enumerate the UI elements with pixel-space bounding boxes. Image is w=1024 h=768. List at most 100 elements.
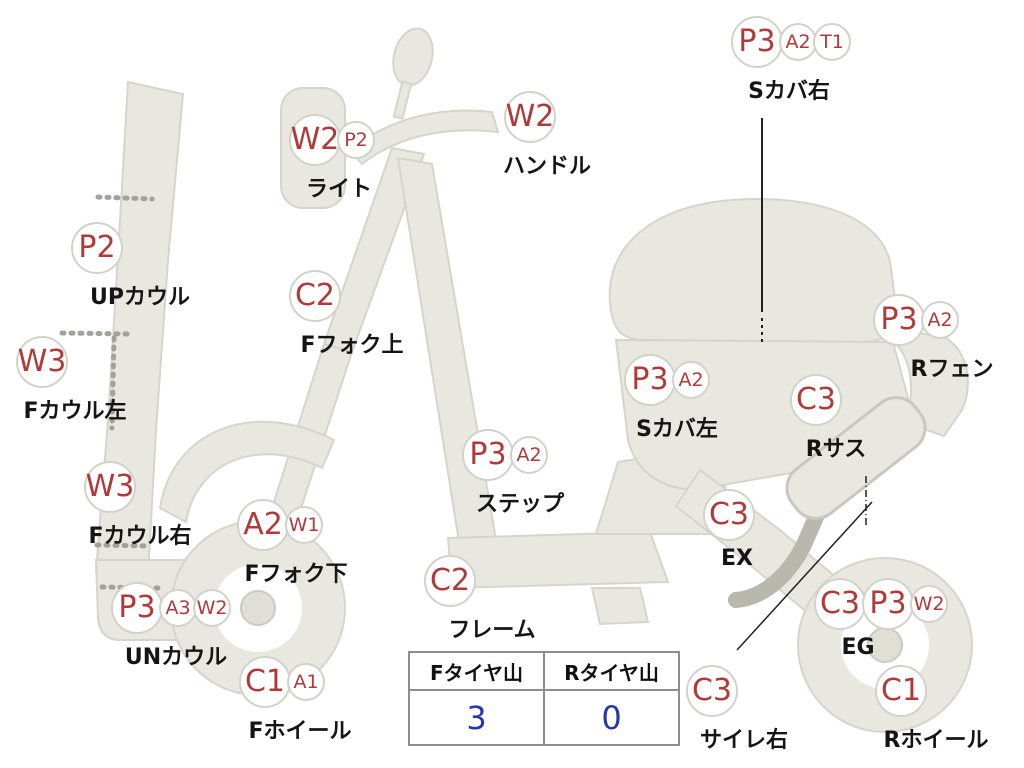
code-group: C1 A1: [239, 656, 326, 708]
part-label: EG: [841, 635, 875, 660]
code-group: A2 W1: [237, 499, 323, 551]
marker-light: W2 P2 ライト: [289, 114, 375, 203]
code-group: P3 A2: [462, 429, 548, 481]
code-group: P3 A2: [873, 294, 978, 346]
marker-exhaust: C3 EX: [703, 489, 763, 571]
marker-step: P3 A2 ステップ: [462, 429, 564, 518]
marker-up-cowl: P2 UPカウル: [71, 222, 190, 311]
part-label: Fフォク上: [300, 333, 404, 358]
part-label-wrap: Fフォク上: [300, 327, 403, 359]
condition-code: P3: [111, 582, 163, 634]
condition-code: A1: [287, 663, 325, 701]
marker-frame: C2 フレーム: [424, 555, 536, 644]
condition-code: C2: [424, 555, 476, 607]
code-group: W2 P2: [289, 114, 375, 166]
part-label-wrap: フレーム: [448, 612, 535, 644]
marker-handle: W2 ハンドル: [503, 91, 591, 180]
code-group: W2: [504, 91, 573, 143]
condition-code: C1: [875, 665, 927, 717]
code-group: C3: [703, 489, 763, 541]
marker-f-fork-upper: C2 Fフォク上: [289, 270, 404, 359]
marker-r-suspension: C3 Rサス: [790, 374, 867, 463]
part-label: Fフォク下: [244, 562, 348, 587]
condition-code: A2: [921, 301, 959, 339]
part-label: EX: [721, 546, 753, 571]
front-fender: [158, 420, 336, 524]
condition-code: W2: [910, 585, 948, 623]
code-group: W3: [16, 336, 101, 388]
part-label: Rサス: [805, 437, 867, 462]
tire-table-value-rear: 0: [543, 689, 680, 746]
condition-code: W2: [289, 114, 341, 166]
part-label: Rホイール: [883, 728, 989, 753]
condition-code: P3: [462, 429, 514, 481]
mirror: [392, 27, 434, 87]
part-label-wrap: サイレ右: [700, 722, 788, 754]
stand: [590, 587, 650, 626]
part-label: ライト: [306, 177, 373, 202]
condition-code: C2: [289, 270, 341, 322]
code-group: C2: [424, 555, 518, 607]
part-label-wrap: Rフェン: [911, 351, 994, 383]
part-label-wrap: ライト: [306, 171, 372, 203]
code-group: C3: [790, 374, 862, 426]
silencer: [785, 396, 927, 520]
code-group: P2: [71, 222, 166, 274]
marker-engine: C3 P3 W2 EG: [814, 578, 948, 660]
handlebar: [348, 109, 500, 166]
part-label-wrap: ハンドル: [503, 148, 591, 180]
part-label-wrap: EX: [711, 546, 763, 571]
part-label: Sカバ右: [748, 79, 830, 104]
condition-code: P3: [624, 354, 676, 406]
part-label-wrap: ステップ: [476, 486, 564, 518]
leader-lines: [736, 118, 873, 651]
part-label-wrap: UNカウル: [125, 639, 227, 671]
part-label: Fカウル左: [23, 399, 127, 424]
part-label-wrap: Fカウル右: [88, 518, 191, 550]
front-hub: [240, 590, 276, 626]
part-label-wrap: Rサス: [806, 431, 867, 463]
part-label-wrap: Fホイール: [248, 713, 351, 745]
marker-silencer-right: C3 サイレ右: [686, 665, 788, 754]
code-group: P3 A2 T1: [731, 16, 851, 68]
condition-code: A2: [672, 361, 710, 399]
condition-code: P2: [71, 222, 123, 274]
condition-code: P3: [862, 578, 914, 630]
exhaust-pipe: [728, 500, 828, 608]
part-label: フレーム: [448, 618, 536, 643]
code-group: C1: [875, 665, 962, 717]
part-label: Fカウル右: [88, 524, 192, 549]
marker-s-cover-right: P3 A2 T1 Sカバ右: [731, 16, 851, 105]
part-label-wrap: Sカバ左: [636, 411, 718, 443]
part-label-wrap: Sカバ右: [748, 73, 830, 105]
part-label-wrap: UPカウル: [90, 279, 190, 311]
code-group: P3 A2: [624, 354, 710, 406]
condition-code: C3: [686, 665, 738, 717]
part-label: ハンドル: [503, 154, 592, 179]
condition-code: A2: [510, 436, 548, 474]
code-group: C3: [686, 665, 770, 717]
part-label: ステップ: [476, 492, 565, 517]
condition-code: P3: [873, 294, 925, 346]
marker-r-wheel: C1 Rホイール: [875, 665, 988, 754]
marker-f-wheel: C1 A1 Fホイール: [239, 656, 352, 745]
code-group: W3: [84, 461, 166, 513]
tire-table-value-front: 3: [408, 689, 545, 746]
part-label: UPカウル: [90, 285, 190, 310]
condition-code: C3: [814, 578, 866, 630]
seat: [608, 198, 899, 344]
condition-code: C1: [239, 656, 291, 708]
marker-un-cowl: P3 A3 W2 UNカウル: [111, 582, 231, 671]
tire-table-header-rear: Rタイヤ山: [543, 651, 680, 691]
marker-f-fork-lower: A2 W1 Fフォク下: [237, 499, 348, 588]
part-label-wrap: Fカウル左: [23, 393, 126, 425]
part-label: Fホイール: [248, 719, 352, 744]
condition-code: W1: [285, 506, 323, 544]
condition-code: W2: [504, 91, 556, 143]
condition-code: A2: [237, 499, 289, 551]
code-group: P3 A3 W2: [111, 582, 231, 634]
marker-f-cowl-right: W3 Fカウル右: [84, 461, 192, 550]
condition-code: T1: [813, 23, 851, 61]
marker-r-fender: P3 A2 Rフェン: [873, 294, 994, 383]
marker-s-cover-left: P3 A2 Sカバ左: [624, 354, 718, 443]
